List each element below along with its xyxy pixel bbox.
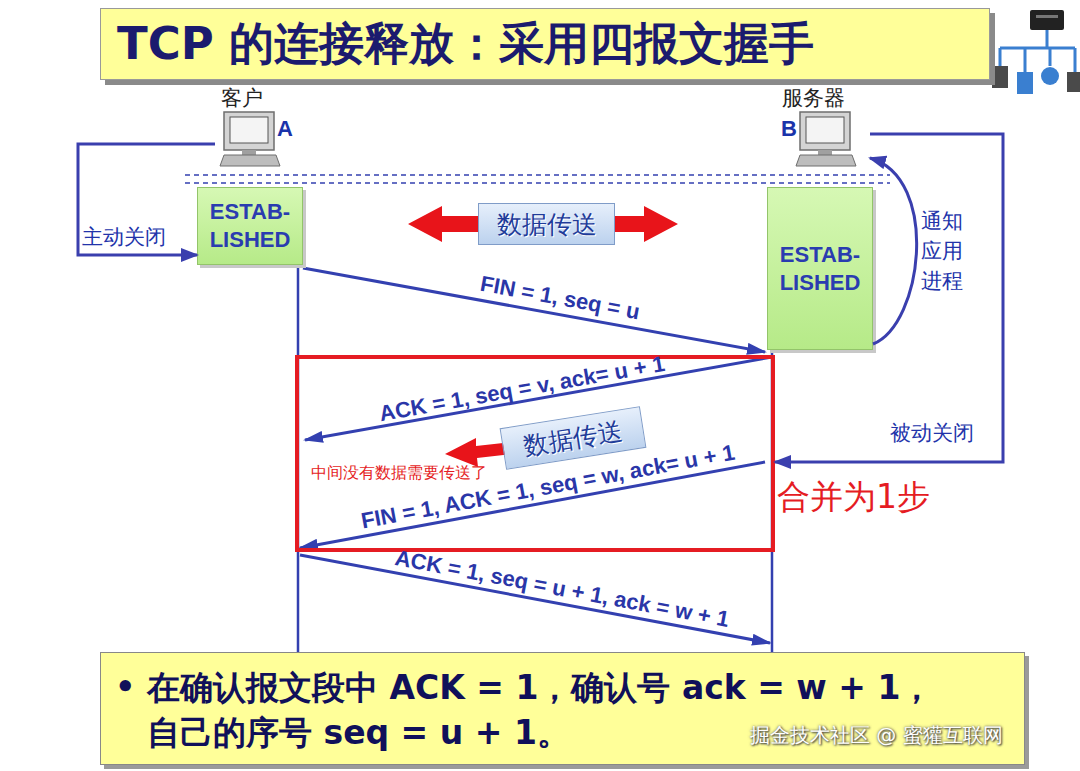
state-box: ESTAB- LISHED xyxy=(197,187,303,265)
state-text: ESTAB- LISHED xyxy=(205,198,295,254)
data-transfer-text: 数据传送 xyxy=(497,208,597,241)
network-icon xyxy=(992,10,1080,94)
host-name: 服务器 xyxy=(782,84,845,112)
computer-icon xyxy=(220,112,280,166)
control-arrow xyxy=(775,134,1003,462)
stand xyxy=(242,150,256,155)
host-computer: 客户 A xyxy=(215,84,300,166)
message-arrow xyxy=(300,462,765,548)
control-arrow xyxy=(870,158,917,344)
message-label: ACK = 1, seq = u + 1, ack = w + 1 xyxy=(393,545,731,633)
server-box xyxy=(1030,10,1064,30)
data-transfer-text: 数据传送 xyxy=(521,414,625,462)
stand xyxy=(818,150,832,155)
device xyxy=(1017,72,1033,94)
message-arrow xyxy=(303,268,765,352)
keyboard xyxy=(220,155,280,166)
state-box: ESTAB- LISHED xyxy=(767,187,873,350)
monitor xyxy=(224,112,274,150)
device xyxy=(1041,67,1059,85)
device xyxy=(1067,72,1080,92)
host-name: 客户 xyxy=(221,84,263,112)
host-computer: 服务器 B xyxy=(778,84,870,166)
message-label: FIN = 1, seq = u xyxy=(478,271,641,325)
state-text: ESTAB- LISHED xyxy=(775,241,865,297)
connector-label: 被动关闭 xyxy=(890,418,974,448)
connector-label: 通知 应用 进程 xyxy=(921,206,969,296)
monitor xyxy=(800,112,850,150)
host-letter: A xyxy=(277,116,293,142)
note-box: •在确认报文段中 ACK = 1，确认号 ack = w + 1， 自己的序号 … xyxy=(100,652,1025,765)
computer-icon xyxy=(796,112,856,166)
device xyxy=(992,66,1008,88)
screen xyxy=(230,117,268,143)
bullet: • xyxy=(115,665,135,710)
title-banner: TCP 的连接释放：采用四报文握手 xyxy=(100,8,990,80)
connector-label: 主动关闭 xyxy=(82,222,166,252)
watermark: 掘金技术社区 @ 蜜獾互联网 xyxy=(750,722,1003,749)
screen xyxy=(806,117,844,143)
message-arrow xyxy=(300,555,770,643)
control-arrow xyxy=(78,144,215,255)
server-slot xyxy=(1036,15,1058,18)
keyboard xyxy=(796,155,856,166)
host-letter: B xyxy=(781,116,797,142)
dashed-line xyxy=(185,174,890,176)
message-label: ACK = 1, seq = v, ack= u + 1 xyxy=(377,351,666,427)
data-transfer-box: 数据传送 xyxy=(478,203,615,245)
data-arrow xyxy=(408,206,678,242)
message-label: FIN = 1, ACK = 1, seq = w, ack= u + 1 xyxy=(359,440,737,535)
title-text: TCP 的连接释放：采用四报文握手 xyxy=(101,9,989,79)
dashed-line xyxy=(185,182,890,184)
network-line xyxy=(1000,30,1075,72)
merge-note: 合并为1步 xyxy=(777,475,930,520)
note-text: 中间没有数据需要传送了 xyxy=(311,463,487,484)
